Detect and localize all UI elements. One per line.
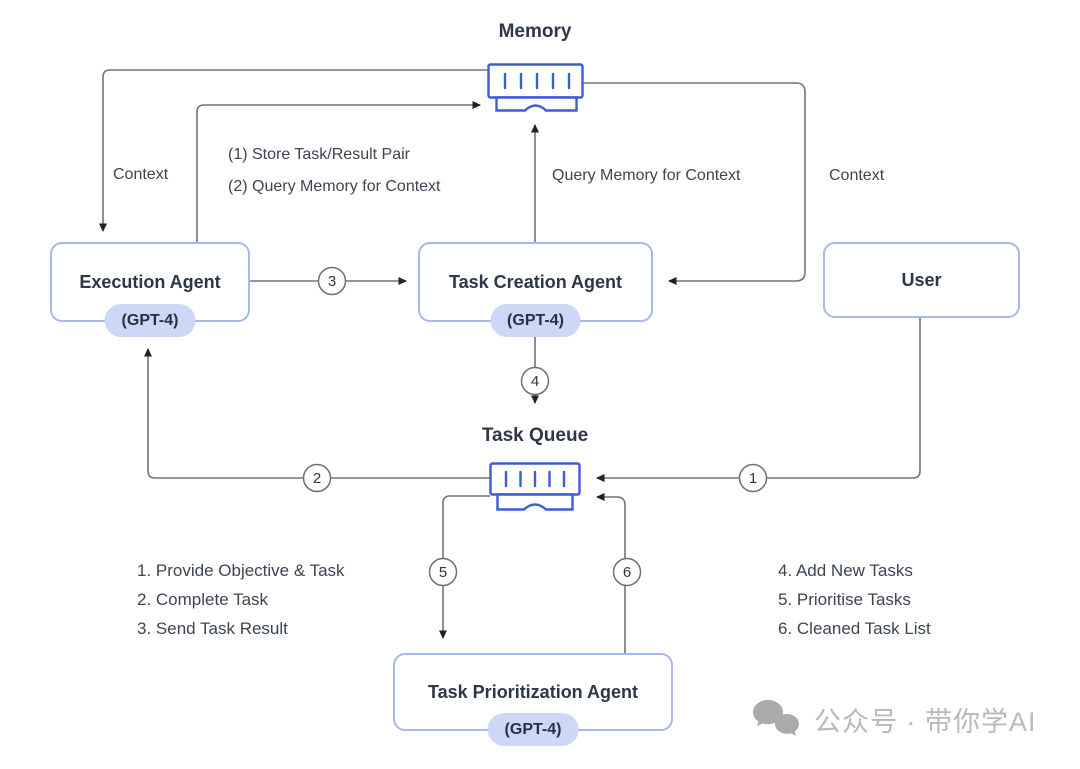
execution-agent-model-badge: (GPT-4) xyxy=(104,304,196,337)
user-label: User xyxy=(901,269,942,290)
legend-item: 2. Complete Task xyxy=(137,590,269,609)
task-prioritization-agent-model-badge: (GPT-4) xyxy=(487,713,579,746)
edge-queue-to-execution xyxy=(144,348,490,479)
wechat-icon xyxy=(753,700,799,736)
edge-memory-to-execution xyxy=(99,69,488,232)
queue-chip-icon xyxy=(489,462,581,511)
edge-number-1: 1 xyxy=(738,463,768,493)
legend-item: 5. Prioritise Tasks xyxy=(778,590,911,609)
task-creation-agent-label: Task Creation Agent xyxy=(448,271,623,292)
edge-number-4: 4 xyxy=(520,366,550,396)
task-creation-agent-model-badge: (GPT-4) xyxy=(490,304,581,337)
legend-left: 1. Provide Objective & Task 2. Complete … xyxy=(137,556,345,643)
edge-number-3: 3 xyxy=(317,266,347,296)
edge-execution-to-memory xyxy=(196,101,481,242)
execution-agent-label: Execution Agent xyxy=(79,271,221,292)
svg-text:5: 5 xyxy=(439,564,447,581)
edge-queue-to-prioritization xyxy=(439,495,490,639)
task-prioritization-agent-node: Task Prioritization Agent (GPT-4) xyxy=(393,653,673,746)
legend-item: 4. Add New Tasks xyxy=(778,561,913,580)
edge-label-context-right: Context xyxy=(829,167,885,184)
edge-number-6: 6 xyxy=(612,557,642,587)
edge-memory-to-creation xyxy=(583,82,806,285)
edge-label-context-left: Context xyxy=(113,166,169,183)
edge-label-query-memory-left: (2) Query Memory for Context xyxy=(228,178,441,195)
memory-chip-icon xyxy=(487,63,584,112)
task-queue-title: Task Queue xyxy=(481,425,589,446)
task-prioritization-agent-label: Task Prioritization Agent xyxy=(427,681,639,702)
svg-text:4: 4 xyxy=(531,373,539,390)
edge-prioritization-to-queue xyxy=(596,493,626,653)
edge-number-2: 2 xyxy=(302,463,332,493)
watermark-text: 公众号 · 带你学AI xyxy=(814,706,1037,737)
svg-text:6: 6 xyxy=(623,564,631,581)
legend-item: 1. Provide Objective & Task xyxy=(137,561,345,580)
memory-title: Memory xyxy=(498,21,572,42)
legend-right: 4. Add New Tasks 5. Prioritise Tasks 6. … xyxy=(778,556,931,643)
edge-label-store-task-result: (1) Store Task/Result Pair xyxy=(228,146,410,163)
svg-text:1: 1 xyxy=(749,470,757,487)
task-creation-agent-node: Task Creation Agent (GPT-4) xyxy=(418,242,653,337)
user-node: User xyxy=(823,242,1020,318)
edge-user-to-queue xyxy=(596,318,921,482)
edge-number-5: 5 xyxy=(428,557,458,587)
svg-text:2: 2 xyxy=(313,470,321,487)
execution-agent-node: Execution Agent (GPT-4) xyxy=(50,242,250,337)
svg-text:3: 3 xyxy=(328,273,336,290)
watermark: 公众号 · 带你学AI xyxy=(750,697,1037,741)
legend-item: 6. Cleaned Task List xyxy=(778,619,931,638)
legend-item: 3. Send Task Result xyxy=(137,619,288,638)
edge-label-query-memory-center: Query Memory for Context xyxy=(552,167,741,184)
